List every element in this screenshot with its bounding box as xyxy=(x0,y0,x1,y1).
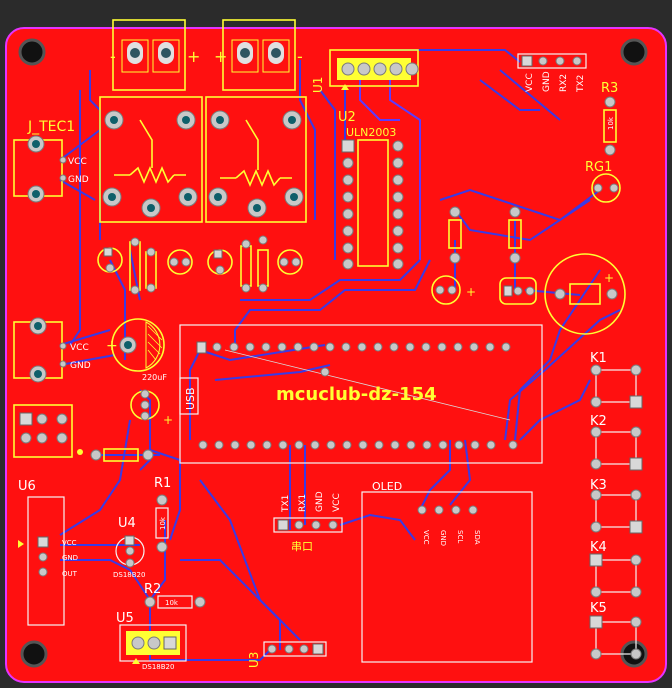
oled-pin-1: VCC xyxy=(422,530,430,545)
terminal-block-2: + - xyxy=(214,19,303,91)
oled-label: OLED xyxy=(372,480,402,493)
serial-pin-2: RX1 xyxy=(298,494,308,512)
usb-label: USB xyxy=(184,387,197,410)
terminal-1-plus: + xyxy=(187,47,200,66)
board-outline xyxy=(5,27,667,683)
j-tec1-gnd: GND xyxy=(68,175,89,185)
uln2003-label: ULN2003 xyxy=(346,126,396,139)
oled-pin-3: SCL xyxy=(456,530,464,543)
u5-label: U5 xyxy=(116,611,134,626)
u2-chip xyxy=(341,139,404,270)
vcc-label-2: VCC xyxy=(70,343,89,353)
header-pin-3: RX2 xyxy=(559,74,569,92)
oled-pin-2: GND xyxy=(439,530,447,546)
oled-pin-4: SDA xyxy=(473,530,481,545)
relay-driver-parts xyxy=(97,235,303,295)
u1-connector xyxy=(329,49,419,90)
u1-label: U1 xyxy=(311,77,325,93)
j-tec1-vcc: VCC xyxy=(68,157,87,167)
u5-connector xyxy=(119,624,187,664)
transistor-q: + xyxy=(130,389,173,427)
terminal-2-plus: + xyxy=(214,47,227,66)
serial-caption: 串口 xyxy=(291,540,313,553)
u6-label: U6 xyxy=(18,479,36,494)
r1-value: 10k xyxy=(159,516,167,530)
j-tec1-connector xyxy=(13,135,67,203)
button-k5: K5 xyxy=(589,601,642,660)
u6-pin-1: VCC xyxy=(62,539,77,547)
switch-block xyxy=(13,404,73,458)
mcu-bottom-pins xyxy=(198,440,518,450)
buzzer: + xyxy=(544,253,626,335)
k4-label: K4 xyxy=(590,540,607,555)
resistors-mid xyxy=(448,206,522,264)
r3-value: 10k xyxy=(607,116,615,130)
u4-part: DS18B20 xyxy=(113,571,145,579)
r1-label: R1 xyxy=(154,476,171,491)
svg-text:+: + xyxy=(604,271,614,285)
j-tec1-label: J_TEC1 xyxy=(27,119,75,135)
terminal-block-1: - + xyxy=(110,19,200,91)
serial-pin-1: TX1 xyxy=(281,495,291,513)
gnd-label-2: GND xyxy=(70,361,91,371)
header-pin-1: VCC xyxy=(525,73,535,92)
rg1-photoresistor xyxy=(591,173,621,203)
r2-resistor xyxy=(144,595,206,609)
button-k2: K2 xyxy=(590,414,643,471)
board-title: mcuclub-dz-154 xyxy=(276,384,437,405)
terminal-1-minus: - xyxy=(110,47,116,66)
relay-2 xyxy=(205,96,307,223)
power-connector-2 xyxy=(13,317,67,383)
electrolytic-capacitor: + xyxy=(106,318,165,372)
relay-1 xyxy=(99,96,203,223)
svg-text:+: + xyxy=(466,285,476,299)
serial-pin-3: GND xyxy=(315,491,325,512)
r2-label: R2 xyxy=(144,582,161,597)
k3-label: K3 xyxy=(590,478,607,493)
led-1: + xyxy=(431,275,476,305)
u3-header xyxy=(263,641,327,657)
svg-text:+: + xyxy=(163,413,173,427)
rg1-label: RG1 xyxy=(585,160,612,175)
mcu-top-pins xyxy=(196,341,511,354)
header-pin-4: TX2 xyxy=(576,75,586,93)
header-pin-2: GND xyxy=(542,71,552,92)
cap-value: 220uF xyxy=(142,373,167,382)
u5-part: DS18B20 xyxy=(142,663,174,671)
u4-sensor xyxy=(115,535,145,568)
button-k3: K3 xyxy=(590,478,643,534)
u4-label: U4 xyxy=(118,516,136,531)
mcu-module: USB xyxy=(179,324,543,464)
header-4pin xyxy=(517,53,587,69)
u6-pin-2: GND xyxy=(62,554,78,562)
oled-module xyxy=(361,491,533,663)
k5-label: K5 xyxy=(590,601,607,616)
u3-label: U3 xyxy=(247,652,261,668)
k2-label: K2 xyxy=(590,414,607,429)
r1-resistor xyxy=(155,494,169,553)
u6-pin-3: OUT xyxy=(62,570,78,578)
u2-label: U2 xyxy=(338,110,356,125)
r3-label: R3 xyxy=(601,81,618,96)
terminal-2-minus: - xyxy=(297,47,303,66)
transistor-2 xyxy=(499,277,537,305)
button-k4: K4 xyxy=(589,540,642,598)
serial-header xyxy=(273,517,343,533)
r3-resistor xyxy=(603,96,617,156)
u6-module xyxy=(18,496,65,626)
resistor-bottom-left xyxy=(77,448,154,462)
r2-value: 10k xyxy=(165,599,179,607)
cap-plus: + xyxy=(106,338,118,354)
serial-pin-4: VCC xyxy=(332,493,342,512)
button-k1: K1 xyxy=(590,351,643,409)
k1-label: K1 xyxy=(590,351,607,366)
